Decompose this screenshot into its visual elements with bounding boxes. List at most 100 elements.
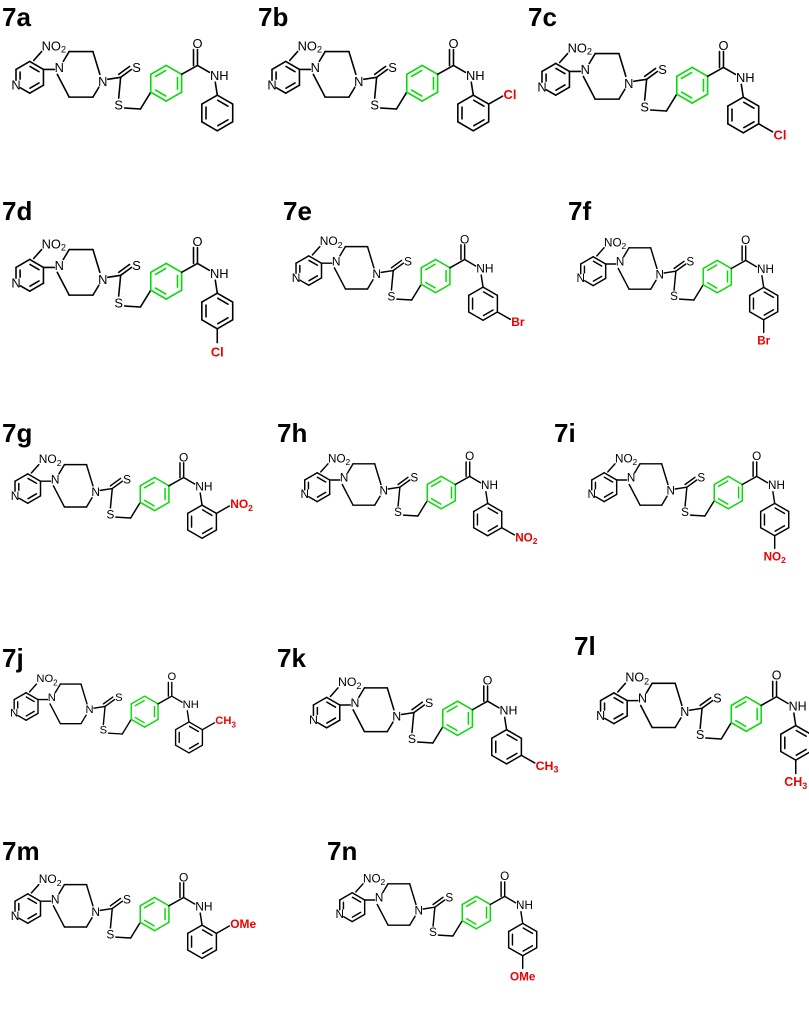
substituent-label: OMe <box>230 917 256 931</box>
aniline-ring-bond-inner <box>795 729 807 737</box>
aniline-ring-bond <box>201 292 219 303</box>
pyridine-nitrogen-label: N <box>537 80 546 95</box>
thioether-bond <box>109 907 114 929</box>
pyridine-bond-inner <box>316 476 327 483</box>
pyridine-nitrogen-label: N <box>11 489 20 503</box>
pyridine-bond <box>275 86 287 94</box>
carbonyl-oxygen-label: O <box>167 671 176 683</box>
piperazine-bond <box>54 683 62 694</box>
thioether-sulfur-label: S <box>640 100 649 115</box>
carbonyl-oxygen-label: O <box>741 234 750 247</box>
pyridine-bond-inner <box>316 491 327 498</box>
pyridine-bond <box>19 86 31 94</box>
piperazine-bond <box>358 687 366 699</box>
thiocarbonyl-bond <box>413 704 426 714</box>
substituent-label: NO2 <box>515 531 538 546</box>
aniline-ring-bond <box>201 924 218 935</box>
aniline-ring-bond <box>486 526 503 537</box>
aniline-ring-bond <box>457 121 475 132</box>
substituent-label: Br <box>757 334 770 347</box>
carbonyl-carbon-bond <box>168 476 185 487</box>
nitro-bond <box>355 883 364 893</box>
benzyl-ring-bond <box>130 695 146 705</box>
nitro-group-label: NO2 <box>42 236 66 252</box>
amide-nh-label: NH <box>516 899 533 912</box>
piperazine-bond <box>639 704 653 729</box>
substituent-bond <box>215 505 231 515</box>
pyridine-bond-inner <box>555 84 566 92</box>
thiocarbonyl-bond <box>119 68 133 79</box>
nitro-bond <box>288 50 299 62</box>
carbonyl-carbon-bond <box>471 700 489 711</box>
benzyl-ring-bond <box>143 695 159 705</box>
benzyl-ring-bond <box>456 726 474 737</box>
piperazine-nitrogen-label: N <box>680 705 689 719</box>
thiocarbonyl-sulfur-label: S <box>425 696 433 710</box>
benzyl-ring-bond <box>730 721 747 733</box>
methylene-bond <box>115 516 132 519</box>
carbonyl-oxygen-label: O <box>465 450 474 463</box>
aniline-ring-bond-inner <box>473 118 485 127</box>
pyridine-bond <box>17 714 27 721</box>
pyridine-bond <box>19 284 31 292</box>
carbonyl-oxygen-label: O <box>718 38 728 53</box>
aniline-ring-bond <box>201 949 218 959</box>
thioether-bond <box>397 486 401 507</box>
pyridine-nitrogen-label: N <box>588 488 596 501</box>
pyridine-bond <box>591 472 605 481</box>
compound-label: 7h <box>277 418 308 448</box>
pyridine-nitrogen-label: N <box>292 271 301 285</box>
thiocarbonyl-sulfur-label: S <box>132 60 141 75</box>
nitro-bond <box>607 463 616 473</box>
piperazine-bond <box>92 248 101 274</box>
substituent-bond <box>757 123 774 133</box>
aniline-ring-bond-inner <box>774 525 786 532</box>
pyridine-bond <box>312 696 328 706</box>
substituent-label: CH3 <box>215 715 236 729</box>
piperazine-bond <box>660 495 668 506</box>
benzyl-ring-bond-inner <box>680 71 693 80</box>
pyridine-bond <box>284 60 301 71</box>
pyridine-bond <box>554 86 571 96</box>
piperazine-bond <box>408 915 416 926</box>
pyridine-bond-inner <box>27 913 38 920</box>
compound-label: 7a <box>2 2 31 32</box>
thiocarbonyl-bond-inner <box>411 701 424 711</box>
aniline-ring-bond-inner <box>487 525 499 532</box>
piperazine-nitrogen-label: N <box>91 905 100 919</box>
pyridine-bond <box>580 256 594 265</box>
pyridine-bond <box>27 915 42 925</box>
amide-aryl-bond <box>485 490 489 505</box>
thiocarbonyl-bond-inner <box>373 65 387 76</box>
nitro-group-label: NO2 <box>604 236 627 251</box>
substituent-bond <box>496 311 512 321</box>
piperazine-nitrogen-label: N <box>627 472 635 485</box>
pyridine-bond <box>316 472 331 481</box>
piperazine-nitrogen-label: N <box>55 60 64 75</box>
amide-nh-label: NH <box>210 68 229 83</box>
benzyl-ring-bond <box>420 258 437 269</box>
piperazine-bond <box>85 463 94 487</box>
amide-bond <box>503 895 517 904</box>
compound-label: 7k <box>277 643 306 673</box>
aniline-ring-bond <box>201 504 218 515</box>
piperazine-nitrogen-label: N <box>354 74 363 89</box>
carbonyl-carbon-bond <box>180 64 199 76</box>
piperazine-bond <box>386 721 394 733</box>
aniline-ring-bond-inner <box>522 945 534 952</box>
amide-nh-label: NH <box>768 479 785 492</box>
benzyl-ring-bond-inner <box>424 263 436 271</box>
aniline-ring-bond <box>216 319 234 330</box>
nitro-group-label: NO2 <box>615 452 638 467</box>
aniline-ring-bond <box>507 922 524 933</box>
pyridine-bond <box>15 258 31 269</box>
piperazine-bond <box>85 883 94 907</box>
pyridine-bond-inner <box>592 260 603 267</box>
carbonyl-oxygen-label: O <box>179 870 188 884</box>
